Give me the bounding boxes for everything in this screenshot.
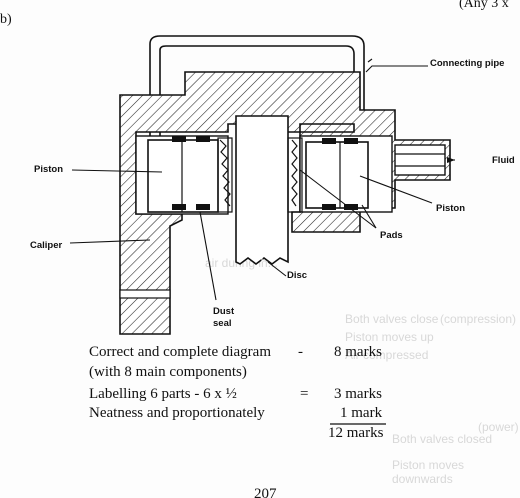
marking-total: 12 marks: [328, 425, 384, 441]
ghost-text: Piston moves downwards: [392, 458, 465, 486]
header-note: (Any 3 x: [459, 0, 509, 11]
label-pads: Pads: [380, 230, 403, 241]
label-disc: Disc: [287, 270, 308, 281]
section-label: b): [0, 12, 12, 27]
marking-marks: 1 mark: [340, 405, 383, 421]
ghost-text: (compression): [440, 312, 517, 326]
label-dust-seal: Dust: [213, 306, 235, 317]
ghost-text: (power): [478, 420, 519, 434]
piston-left: [147, 139, 219, 213]
label-dust-seal: seal: [213, 318, 232, 329]
ghost-text: Both valves close: [345, 312, 439, 326]
label-piston-left: Piston: [34, 164, 64, 175]
marking-text: Correct and complete diagram: [89, 344, 272, 360]
pad-left: [219, 139, 231, 207]
label-fluid: Fluid: [492, 155, 515, 166]
marking-text: Labelling 6 parts - 6 x ½: [89, 386, 237, 402]
marking-op: -: [298, 344, 303, 360]
marking-text: (with 8 main components): [89, 364, 247, 380]
marking-op: =: [300, 386, 309, 402]
label-connecting-pipe: Connecting pipe: [430, 58, 505, 69]
label-piston-right: Piston: [436, 203, 466, 214]
ghost-text: Piston moves up: [345, 330, 434, 344]
ghost-text: Both valves closed: [392, 432, 493, 446]
marking-marks: 8 marks: [334, 344, 382, 360]
page-number: 207: [254, 486, 277, 498]
marking-text: Neatness and proportionately: [89, 405, 265, 421]
connecting-pipe: [149, 35, 365, 150]
label-caliper: Caliper: [30, 240, 63, 251]
marking-marks: 3 marks: [334, 386, 382, 402]
pad-right: [291, 139, 298, 207]
ghost-text: Air compressed: [345, 348, 429, 362]
